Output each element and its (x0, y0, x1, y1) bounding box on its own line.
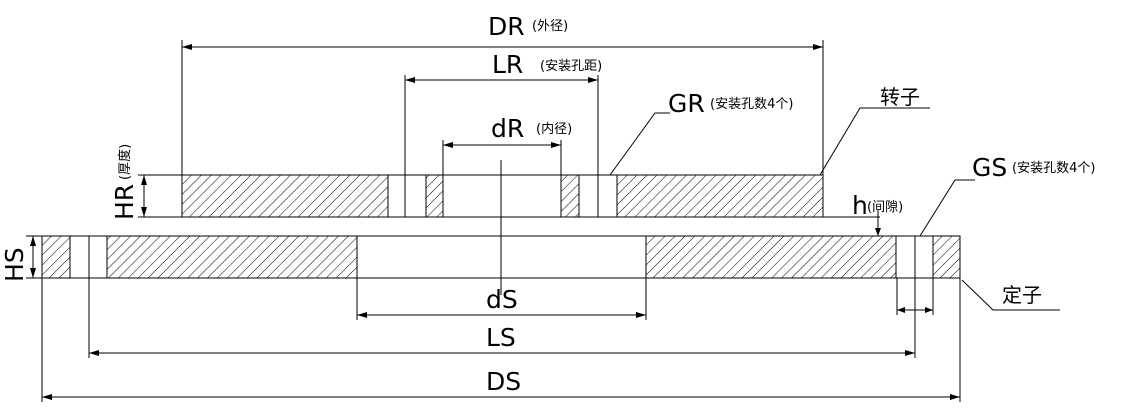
label-DS: DS (486, 367, 521, 396)
stator-plate (41, 235, 961, 279)
stator-hatch-left (106, 235, 358, 279)
rotor-hatch-right (616, 174, 824, 218)
label-HS: HS (0, 247, 29, 282)
dim-dR: dR (内径) (442, 114, 572, 175)
label-GS: GS (972, 153, 1007, 182)
label-h-note: (间隙) (867, 200, 903, 215)
dim-DS: DS (41, 278, 961, 402)
label-h: h (852, 191, 868, 220)
label-dR-note: (内径) (536, 121, 572, 137)
label-rotor: 转子 (880, 85, 920, 109)
label-LR-note: (安装孔距) (540, 59, 602, 74)
dim-HS: HS (0, 235, 42, 282)
stator-hatch-far-right (932, 235, 961, 279)
stator-hatch-right (645, 235, 897, 279)
leader-rotor: 转子 (819, 85, 930, 176)
label-DR-note: (外径) (532, 19, 568, 34)
dim-LR: LR (安装孔距) (404, 50, 602, 175)
label-dR: dR (491, 114, 524, 143)
rotor-hatch-inner-right (560, 174, 580, 218)
leader-GS: GS (安装孔数4个) (919, 153, 1095, 237)
label-GS-note: (安装孔数4个) (1012, 161, 1095, 176)
label-dS: dS (486, 285, 518, 314)
label-DR: DR (488, 12, 525, 41)
dim-DR: DR (外径) (181, 12, 824, 175)
label-LR: LR (492, 50, 523, 79)
rotor-hatch-left (181, 174, 389, 218)
leader-GR: GR (安装孔数4个) (609, 89, 793, 176)
dim-HR: HR (厚度) (110, 144, 182, 220)
label-GR-note: (安装孔数4个) (710, 97, 793, 112)
label-HR: HR (110, 184, 139, 220)
leader-stator: 定子 (961, 279, 1060, 311)
label-GR: GR (668, 89, 705, 118)
label-HR-note: (厚度) (117, 144, 133, 180)
dim-dS: dS (356, 278, 647, 320)
rotor-plate (181, 174, 824, 218)
dim-h: h (间隙) (823, 191, 903, 236)
label-LS: LS (486, 323, 516, 352)
label-stator: 定子 (1002, 283, 1042, 307)
dim-LS: LS (88, 278, 916, 358)
stator-hatch-far-left (41, 235, 71, 279)
rotor-hatch-inner-left (425, 174, 444, 218)
